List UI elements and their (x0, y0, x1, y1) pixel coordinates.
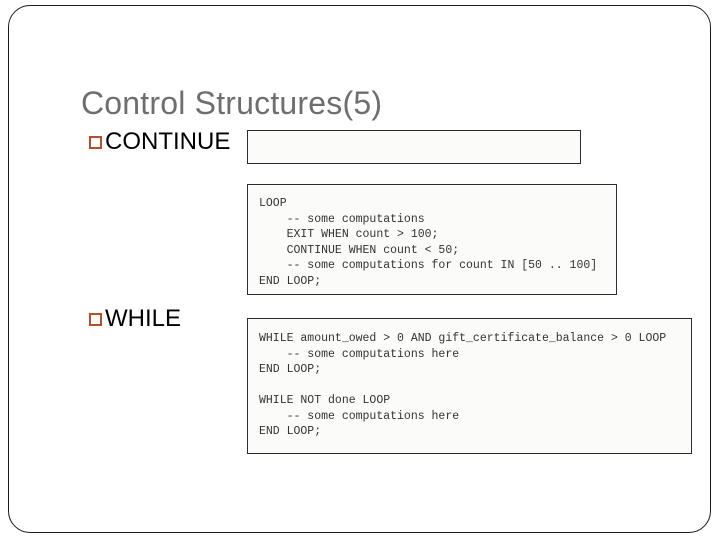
hollow-square-bullet-icon (89, 312, 102, 326)
code-line: -- some computations here (259, 409, 460, 423)
code-line: WHILE amount_owed > 0 AND gift_certifica… (259, 332, 667, 345)
bullet-label-continue: CONTINUE (105, 128, 231, 155)
slide-frame: Control Structures(5) CONTINUE WHILE CON… (8, 5, 711, 533)
code-line: LOOP (259, 197, 287, 210)
code-line: -- some computations here (259, 347, 460, 361)
bullet-item-while: WHILE (89, 307, 181, 331)
code-line: CONTINUE WHEN count < 50; (259, 243, 460, 257)
code-line: -- some computations for count IN [50 ..… (259, 259, 598, 272)
code-line (259, 378, 691, 394)
code-line: EXIT WHEN count > 100; (259, 228, 439, 241)
code-line: END LOOP; (259, 363, 322, 376)
page-title: Control Structures(5) (81, 85, 383, 122)
bullet-label-while: WHILE (105, 305, 182, 332)
code-box-continue-example: LOOP -- some computations EXIT WHEN coun… (247, 184, 617, 295)
code-line: END LOOP; (259, 425, 322, 438)
code-box-continue-syntax: CONTINUE [ label ] [ WHEN boolean-expres… (247, 130, 581, 164)
code-line: END LOOP; (259, 274, 322, 288)
hollow-square-bullet-icon (89, 135, 102, 149)
code-line: -- some computations (259, 212, 425, 226)
code-box-while-examples: WHILE amount_owed > 0 AND gift_certifica… (247, 318, 692, 454)
bullet-item-continue: CONTINUE (89, 130, 230, 154)
code-line: WHILE NOT done LOOP (259, 394, 391, 407)
